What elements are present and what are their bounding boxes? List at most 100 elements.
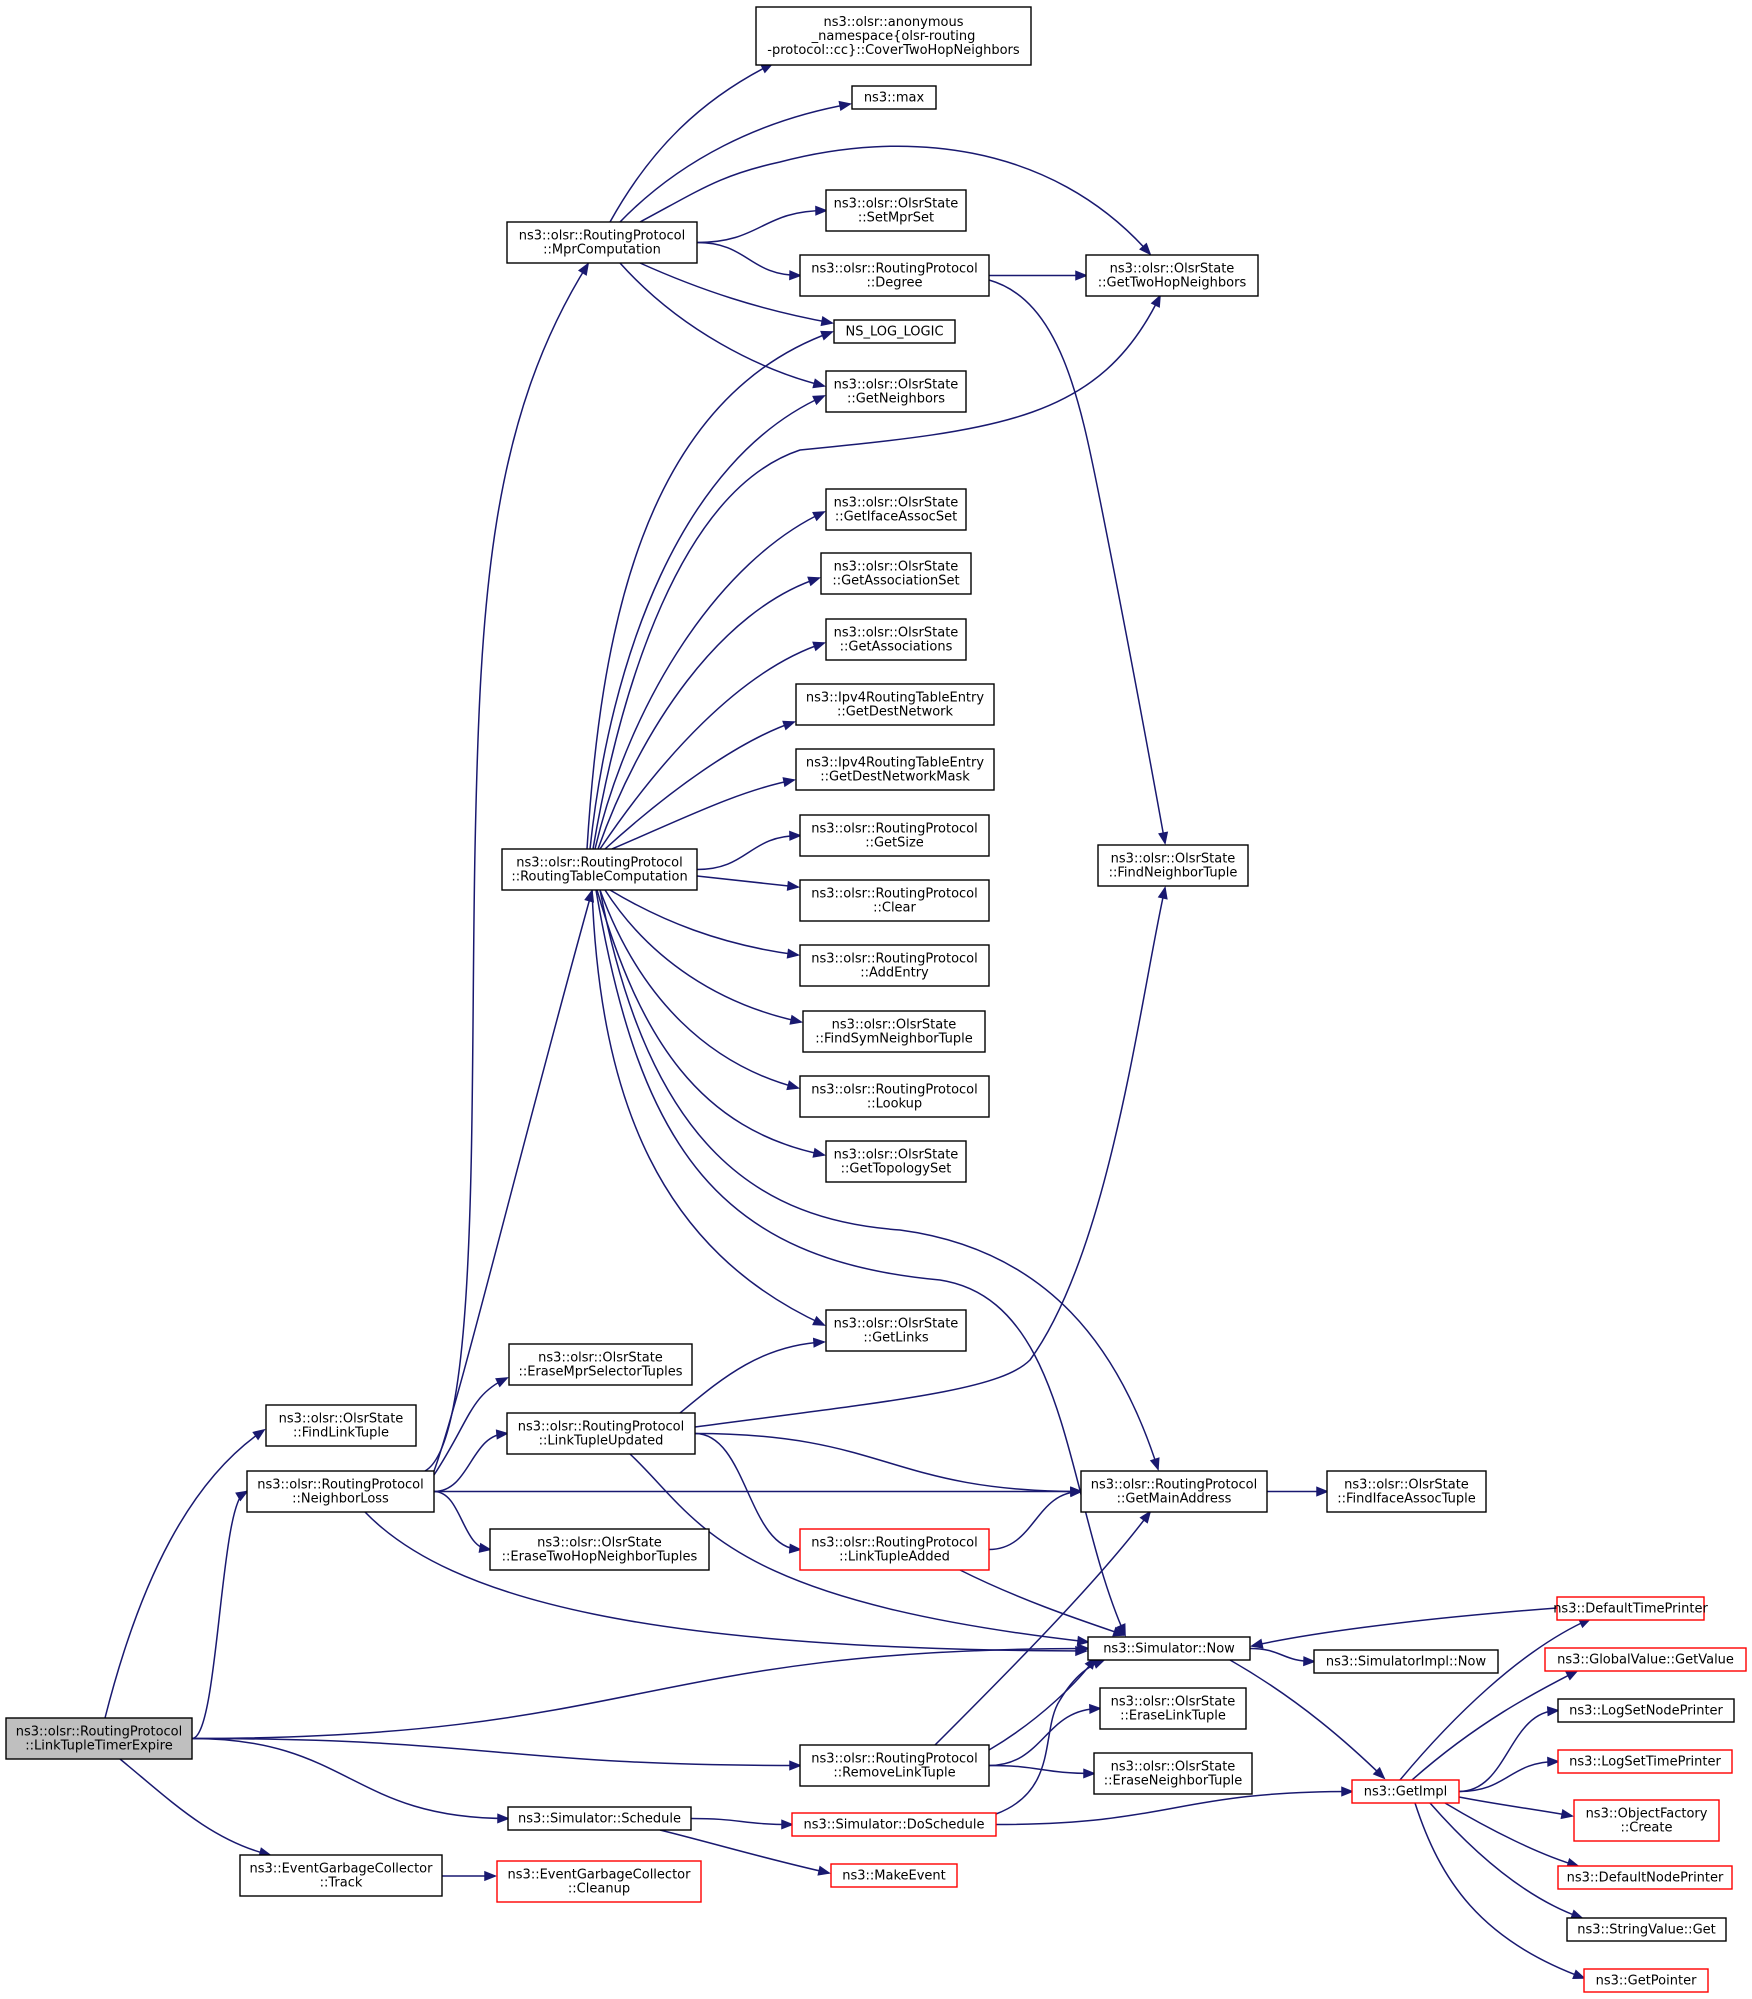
node-globalValueGetValue[interactable]: ns3::GlobalValue::GetValue: [1544, 1647, 1747, 1672]
node-getDestNetwork[interactable]: ns3::Ipv4RoutingTableEntry::GetDestNetwo…: [795, 683, 995, 726]
node-getAssociationSet[interactable]: ns3::olsr::OlsrState::GetAssociationSet: [820, 552, 972, 595]
node-label-line: ns3::DefaultNodePrinter: [1567, 1871, 1724, 1886]
node-box: [825, 618, 967, 661]
node-eraseMprSelectorTuples[interactable]: ns3::olsr::OlsrState::EraseMprSelectorTu…: [508, 1343, 693, 1386]
node-label-line: ns3::olsr::OlsrState: [834, 496, 959, 511]
node-neighborLoss[interactable]: ns3::olsr::RoutingProtocol::NeighborLoss: [246, 1470, 435, 1513]
node-doSchedule[interactable]: ns3::Simulator::DoSchedule: [791, 1812, 997, 1837]
node-eraseLinkTuple[interactable]: ns3::olsr::OlsrState::EraseLinkTuple: [1099, 1687, 1247, 1730]
node-label-line: ns3::SimulatorImpl::Now: [1326, 1655, 1487, 1670]
node-getTopologySet[interactable]: ns3::olsr::OlsrState::GetTopologySet: [825, 1140, 967, 1183]
node-box: [506, 1412, 696, 1455]
node-label-line: ::GetNeighbors: [847, 392, 945, 407]
node-mprComputation[interactable]: ns3::olsr::RoutingProtocol::MprComputati…: [506, 221, 698, 264]
call-edge-getImpl-to-getPointer: [1414, 1802, 1586, 1980]
node-routingTableComputation[interactable]: ns3::olsr::RoutingProtocol::RoutingTable…: [501, 848, 698, 891]
node-defaultTimePrinter[interactable]: ns3::DefaultTimePrinter: [1553, 1596, 1708, 1621]
node-objectFactoryCreate[interactable]: ns3::ObjectFactory::Create: [1573, 1799, 1720, 1842]
node-label-line: ns3::olsr::anonymous: [824, 15, 964, 30]
node-getPointer[interactable]: ns3::GetPointer: [1583, 1968, 1709, 1993]
node-box: [851, 85, 937, 110]
call-edge-mprComputation-to-getNeighbors: [619, 262, 826, 389]
node-getMainAddress[interactable]: ns3::olsr::RoutingProtocol::GetMainAddre…: [1080, 1470, 1268, 1513]
node-box: [5, 1717, 193, 1760]
node-findLinkTuple[interactable]: ns3::olsr::OlsrState::FindLinkTuple: [265, 1404, 417, 1447]
node-box: [1544, 1647, 1747, 1672]
node-label-line: ::GetMainAddress: [1117, 1492, 1232, 1507]
node-cleanup[interactable]: ns3::EventGarbageCollector::Cleanup: [496, 1860, 702, 1903]
node-eraseNeighborTuple[interactable]: ns3::olsr::OlsrState::EraseNeighborTuple: [1093, 1752, 1253, 1795]
node-box: [1557, 1698, 1735, 1723]
node-label-line: ::NeighborLoss: [292, 1492, 389, 1507]
node-getDestNetworkMask[interactable]: ns3::Ipv4RoutingTableEntry::GetDestNetwo…: [795, 748, 995, 791]
node-findIfaceAssocTuple[interactable]: ns3::olsr::OlsrState::FindIfaceAssocTupl…: [1326, 1470, 1487, 1513]
node-box: [799, 944, 990, 987]
node-label-line: ns3::Simulator::Schedule: [518, 1812, 681, 1827]
node-findSymNeighborTuple[interactable]: ns3::olsr::OlsrState::FindSymNeighborTup…: [802, 1010, 986, 1053]
node-eraseTwoHopNeighborTuples[interactable]: ns3::olsr::OlsrState::EraseTwoHopNeighbo…: [489, 1528, 710, 1571]
node-box: [1313, 1649, 1499, 1674]
node-simImplNow[interactable]: ns3::SimulatorImpl::Now: [1313, 1649, 1499, 1674]
node-degree[interactable]: ns3::olsr::RoutingProtocol::Degree: [799, 254, 990, 297]
node-track[interactable]: ns3::EventGarbageCollector::Track: [239, 1854, 443, 1897]
node-label-line: ::Clear: [873, 901, 916, 916]
node-box: [1557, 1865, 1733, 1890]
node-max[interactable]: ns3::max: [851, 85, 937, 110]
node-makeEvent[interactable]: ns3::MakeEvent: [830, 1863, 958, 1888]
call-edge-degree-to-getTwoHopNeighbors: [989, 270, 1089, 281]
node-label-line: ::GetAssociations: [840, 640, 953, 655]
node-lookup[interactable]: ns3::olsr::RoutingProtocol::Lookup: [799, 1075, 990, 1118]
node-label-line: ns3::olsr::RoutingProtocol: [519, 229, 686, 244]
call-edge-getImpl-to-stringValueGet: [1429, 1802, 1584, 1920]
node-box: [799, 1744, 990, 1787]
node-box: [1087, 1636, 1251, 1661]
node-label-line: ::FindLinkTuple: [293, 1426, 389, 1441]
call-edge-routingTableComputation-to-getDestNetwork: [604, 720, 796, 850]
node-setMprSet[interactable]: ns3::olsr::OlsrState::SetMprSet: [825, 189, 967, 232]
node-label-line: ns3::olsr::RoutingProtocol: [811, 1536, 978, 1551]
node-clear[interactable]: ns3::olsr::RoutingProtocol::Clear: [799, 879, 990, 922]
node-label-line: ns3::olsr::RoutingProtocol: [257, 1478, 424, 1493]
node-label-line: ns3::MakeEvent: [842, 1869, 946, 1884]
node-box: [265, 1404, 417, 1447]
node-label-line: ns3::olsr::OlsrState: [834, 1148, 959, 1163]
node-simNow[interactable]: ns3::Simulator::Now: [1087, 1636, 1251, 1661]
node-box: [799, 254, 990, 297]
node-box: [825, 1309, 967, 1352]
node-label-line: ns3::olsr::OlsrState: [279, 1412, 404, 1427]
node-getLinks[interactable]: ns3::olsr::OlsrState::GetLinks: [825, 1309, 967, 1352]
node-coverTwoHop[interactable]: ns3::olsr::anonymous_namespace{olsr-rout…: [755, 6, 1032, 66]
node-box: [802, 1010, 986, 1053]
node-label-line: ::GetSize: [865, 836, 924, 851]
node-logSetTimePrinter[interactable]: ns3::LogSetTimePrinter: [1557, 1749, 1733, 1774]
node-stringValueGet[interactable]: ns3::StringValue::Get: [1566, 1917, 1727, 1942]
node-getTwoHopNeighbors[interactable]: ns3::olsr::OlsrState::GetTwoHopNeighbors: [1085, 254, 1259, 297]
node-label-line: ::GetAssociationSet: [832, 574, 959, 589]
call-edge-routingTableComputation-to-getSize: [696, 830, 803, 871]
node-removeLinkTuple[interactable]: ns3::olsr::RoutingProtocol::RemoveLinkTu…: [799, 1744, 990, 1787]
node-linkTupleUpdated[interactable]: ns3::olsr::RoutingProtocol::LinkTupleUpd…: [506, 1412, 696, 1455]
node-getNeighbors[interactable]: ns3::olsr::OlsrState::GetNeighbors: [825, 370, 967, 413]
node-label-line: ns3::max: [864, 91, 925, 106]
node-box: [799, 879, 990, 922]
node-nsLogLogic[interactable]: NS_LOG_LOGIC: [833, 319, 956, 344]
node-findNeighborTuple[interactable]: ns3::olsr::OlsrState::FindNeighborTuple: [1097, 844, 1249, 887]
node-defaultNodePrinter[interactable]: ns3::DefaultNodePrinter: [1557, 1865, 1733, 1890]
node-label-line: ns3::olsr::OlsrState: [834, 560, 959, 575]
node-getIfaceAssocSet[interactable]: ns3::olsr::OlsrState::GetIfaceAssocSet: [825, 488, 967, 531]
node-getAssociations[interactable]: ns3::olsr::OlsrState::GetAssociations: [825, 618, 967, 661]
call-edge-defaultTimePrinter-to-simNow: [1250, 1607, 1558, 1649]
node-linkTupleAdded[interactable]: ns3::olsr::RoutingProtocol::LinkTupleAdd…: [799, 1528, 990, 1571]
node-schedule[interactable]: ns3::Simulator::Schedule: [507, 1806, 692, 1831]
node-label-line: ::FindSymNeighborTuple: [815, 1032, 972, 1047]
node-getSize[interactable]: ns3::olsr::RoutingProtocol::GetSize: [799, 814, 990, 857]
node-box: [239, 1854, 443, 1897]
node-label-line: ::LinkTupleUpdated: [539, 1434, 664, 1449]
node-getImpl[interactable]: ns3::GetImpl: [1351, 1779, 1460, 1804]
node-label-line: ns3::olsr::OlsrState: [1344, 1478, 1469, 1493]
node-logSetNodePrinter[interactable]: ns3::LogSetNodePrinter: [1557, 1698, 1735, 1723]
node-addEntry[interactable]: ns3::olsr::RoutingProtocol::AddEntry: [799, 944, 990, 987]
node-box: [507, 1806, 692, 1831]
node-box: [830, 1863, 958, 1888]
